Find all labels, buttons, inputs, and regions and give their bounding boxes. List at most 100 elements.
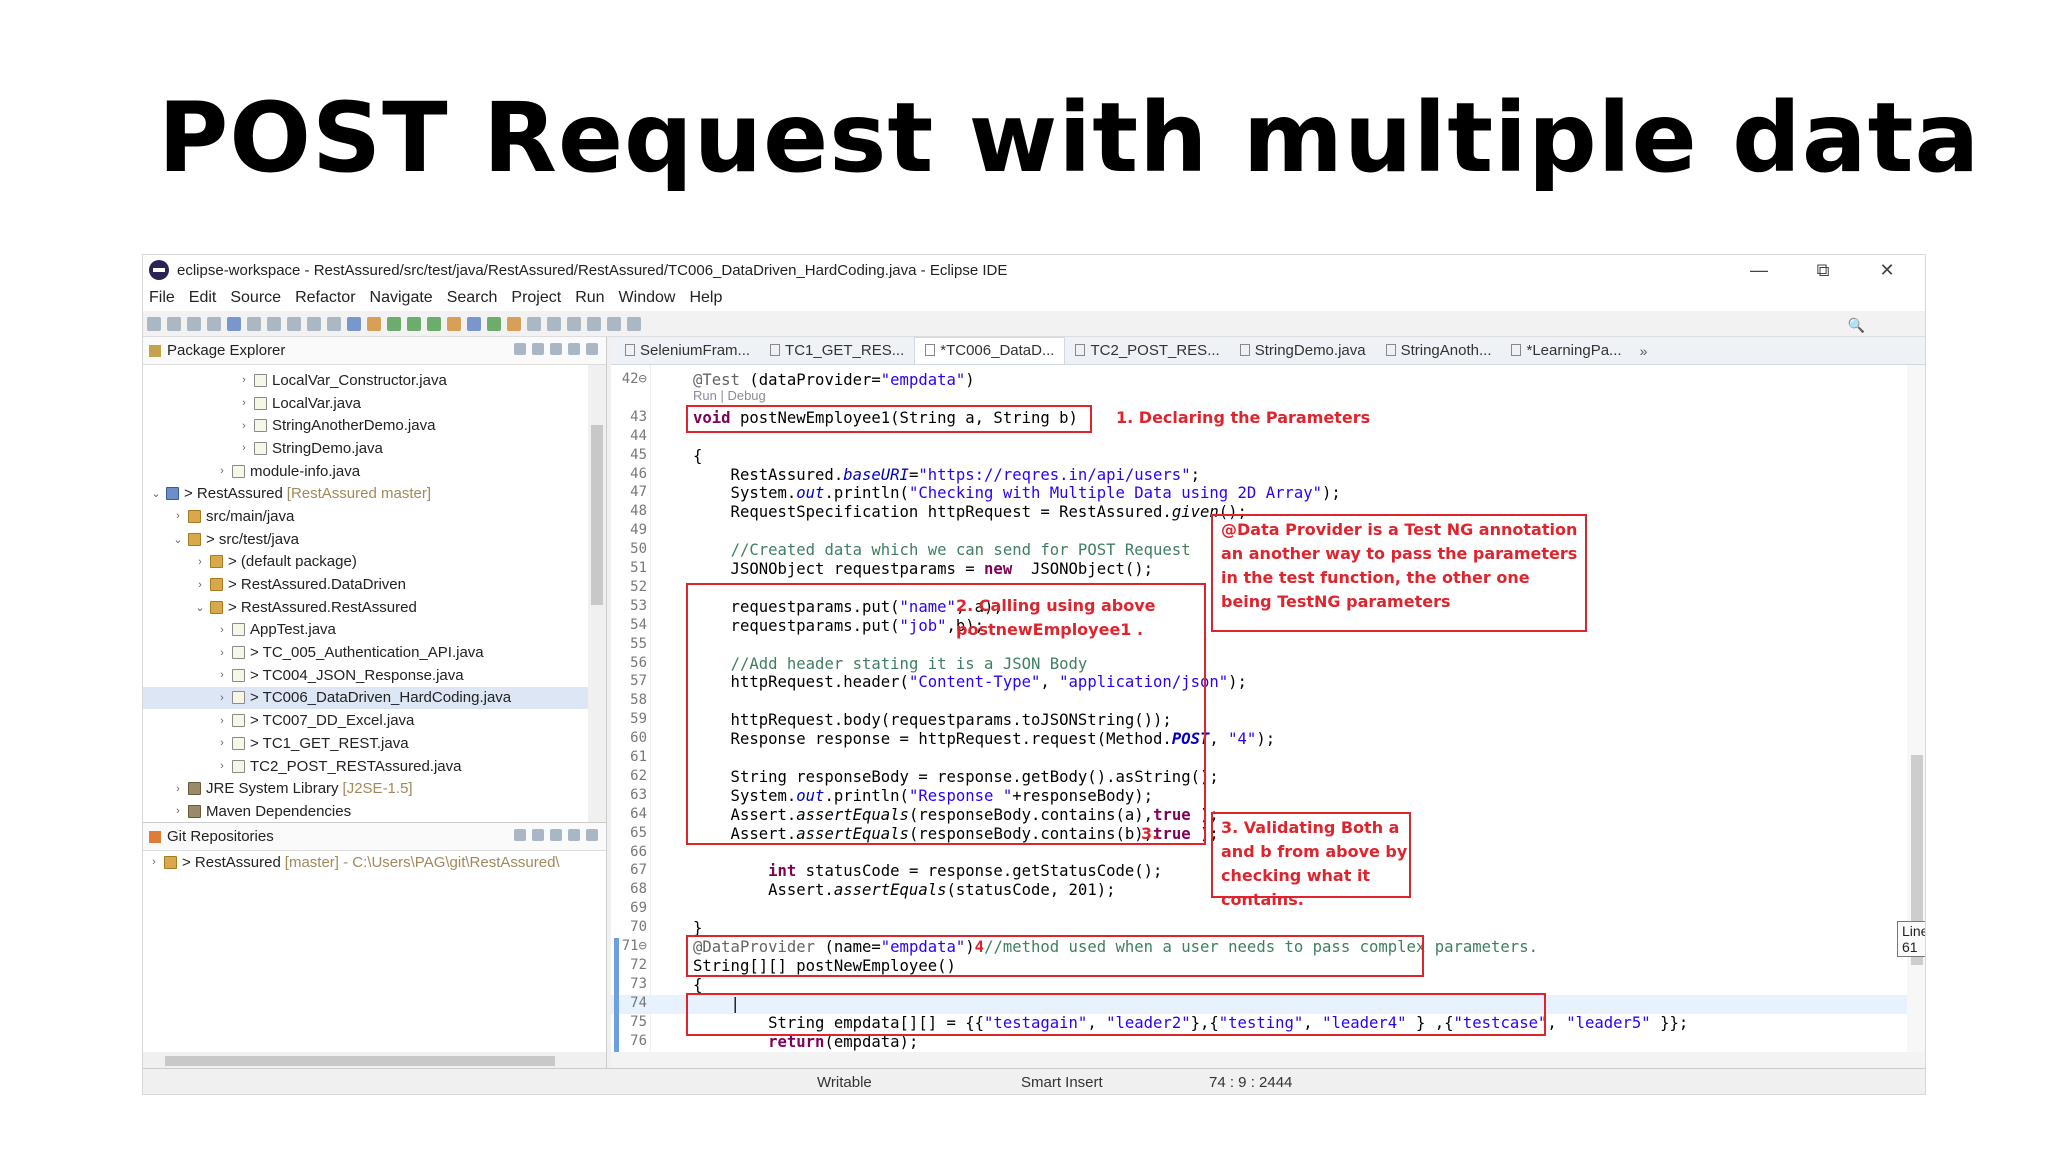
editor-scrollbar[interactable] (1907, 365, 1925, 1052)
terminate-icon[interactable] (267, 316, 281, 331)
code-line[interactable]: 60 Response response = httpRequest.reque… (611, 730, 1907, 749)
code-line[interactable]: 66 (611, 844, 1907, 863)
annotation-icon[interactable] (547, 316, 561, 331)
chevron-right-icon[interactable]: › (242, 374, 246, 387)
chevron-right-icon[interactable]: › (152, 856, 156, 869)
step-return-icon[interactable] (327, 316, 341, 331)
chevron-right-icon[interactable]: › (220, 623, 224, 636)
prev-edit-icon[interactable] (567, 316, 581, 331)
code-line[interactable]: 44 (611, 428, 1907, 447)
print-icon[interactable] (207, 316, 221, 331)
tree-item[interactable]: ›StringAnotherDemo.java (143, 414, 606, 437)
skip-icon[interactable] (247, 316, 261, 331)
code-line[interactable]: 54 requestparams.put("job",b); (611, 617, 1907, 636)
code-line[interactable]: 69 (611, 900, 1907, 919)
chevron-right-icon[interactable]: › (220, 669, 224, 682)
run-debug-link[interactable]: Run | Debug (693, 387, 766, 403)
left-hscroll-thumb[interactable] (165, 1056, 555, 1066)
menu-project[interactable]: Project (511, 289, 562, 306)
tree-item[interactable]: ›module-info.java (143, 460, 606, 483)
editor-tab[interactable]: TC2_POST_RES... (1065, 342, 1229, 364)
open-type-icon[interactable] (507, 316, 521, 331)
coverage-icon[interactable] (427, 316, 441, 331)
code-line[interactable]: 49 (611, 522, 1907, 541)
close-button[interactable]: ✕ (1879, 260, 1895, 280)
tree-item[interactable]: ›src/main/java (143, 505, 606, 528)
code-line[interactable]: 76 return(empdata); (611, 1032, 1907, 1052)
code-line[interactable]: 42⊖@Test (dataProvider="empdata") (611, 371, 1907, 390)
code-line[interactable]: 50 //Created data which we can send for … (611, 541, 1907, 560)
menu-edit[interactable]: Edit (188, 289, 217, 306)
chevron-right-icon[interactable]: › (220, 760, 224, 773)
tree-scroll-thumb[interactable] (591, 425, 603, 605)
left-hscrollbar[interactable] (143, 1052, 606, 1070)
chevron-right-icon[interactable]: › (220, 465, 224, 478)
tree-item[interactable]: ⌄> RestAssured[RestAssured master] (143, 482, 606, 505)
new-icon[interactable] (147, 316, 161, 331)
search-tool-icon[interactable] (527, 316, 541, 331)
restore-button[interactable]: ⧉ (1816, 260, 1830, 280)
chevron-right-icon[interactable]: › (242, 442, 246, 455)
minimize-button[interactable]: — (1750, 260, 1768, 280)
chevron-down-icon[interactable]: ⌄ (151, 488, 161, 501)
tree-item[interactable]: ⌄> src/test/java (143, 528, 606, 551)
search-icon[interactable]: 🔍 (1847, 317, 1865, 333)
code-line[interactable]: 57 httpRequest.header("Content-Type", "a… (611, 673, 1907, 692)
code-line[interactable]: 73{ (611, 975, 1907, 995)
chevron-right-icon[interactable]: › (198, 555, 202, 568)
run-icon[interactable] (407, 316, 421, 331)
editor-tab[interactable]: *TC006_DataD... (914, 337, 1066, 364)
code-line[interactable]: 51 JSONObject requestparams = new JSONOb… (611, 560, 1907, 579)
git-menu-icon[interactable] (586, 829, 598, 841)
menu-navigate[interactable]: Navigate (369, 289, 433, 306)
save-all-icon[interactable] (187, 316, 201, 331)
tree-item[interactable]: ›> TC004_JSON_Response.java (143, 664, 606, 687)
chevron-right-icon[interactable]: › (198, 578, 202, 591)
code-line[interactable]: 65 Assert.assertEquals(responseBody.cont… (611, 825, 1907, 844)
menu-source[interactable]: Source (230, 289, 282, 306)
code-line[interactable]: 59 httpRequest.body(requestparams.toJSON… (611, 711, 1907, 730)
editor-tab[interactable]: StringAnoth... (1376, 342, 1502, 364)
debug-icon[interactable] (387, 316, 401, 331)
chevron-right-icon[interactable]: › (220, 737, 224, 750)
step-over-icon[interactable] (307, 316, 321, 331)
code-line[interactable]: 46 RestAssured.baseURI="https://reqres.i… (611, 466, 1907, 485)
tree-item[interactable]: ⌄> RestAssured.RestAssured (143, 596, 606, 619)
code-line[interactable]: 45{ (611, 447, 1907, 466)
step-icon[interactable] (287, 316, 301, 331)
code-line[interactable]: 62 String responseBody = response.getBod… (611, 768, 1907, 787)
menu-help[interactable]: Help (689, 289, 723, 306)
editor-scroll-thumb[interactable] (1911, 755, 1923, 965)
chevron-right-icon[interactable]: › (176, 782, 180, 795)
view-menu-icon[interactable] (550, 343, 562, 355)
code-line[interactable]: 71⊖@DataProvider (name="empdata")4//meth… (611, 938, 1907, 957)
menu-run[interactable]: Run (575, 289, 605, 306)
code-line[interactable]: 63 System.out.println("Response "+respon… (611, 787, 1907, 806)
code-line[interactable]: 53 requestparams.put("name", a); (611, 598, 1907, 617)
tree-item[interactable]: ›> TC007_DD_Excel.java (143, 709, 606, 732)
bookmark-icon[interactable] (367, 316, 381, 331)
git-collapse-icon[interactable] (514, 829, 526, 841)
editor-hscrollbar[interactable] (611, 1052, 1925, 1070)
code-line[interactable]: 52 (611, 579, 1907, 598)
chevron-right-icon[interactable]: › (220, 646, 224, 659)
code-line[interactable]: 56 //Add header stating it is a JSON Bod… (611, 655, 1907, 674)
code-line[interactable]: 74 | (611, 994, 1907, 1014)
back-icon[interactable] (587, 316, 601, 331)
chevron-right-icon[interactable]: › (176, 805, 180, 818)
menu-search[interactable]: Search (446, 289, 498, 306)
code-line[interactable]: 55 (611, 636, 1907, 655)
link-editor-icon[interactable] (532, 343, 544, 355)
git-add-icon[interactable] (532, 829, 544, 841)
tree-item[interactable]: ›AppTest.java (143, 619, 606, 642)
tree-item[interactable]: ›TC2_POST_RESTAssured.java (143, 755, 606, 778)
code-line[interactable]: 64 Assert.assertEquals(responseBody.cont… (611, 806, 1907, 825)
tree-item[interactable]: ›> TC_005_Authentication_API.java (143, 641, 606, 664)
code-line[interactable]: 58 (611, 692, 1907, 711)
tree-item[interactable]: ›LocalVar_Constructor.java (143, 369, 606, 392)
code-line[interactable]: 47 System.out.println("Checking with Mul… (611, 484, 1907, 503)
new-class-icon[interactable] (487, 316, 501, 331)
tab-overflow-icon[interactable]: » (1639, 343, 1648, 359)
